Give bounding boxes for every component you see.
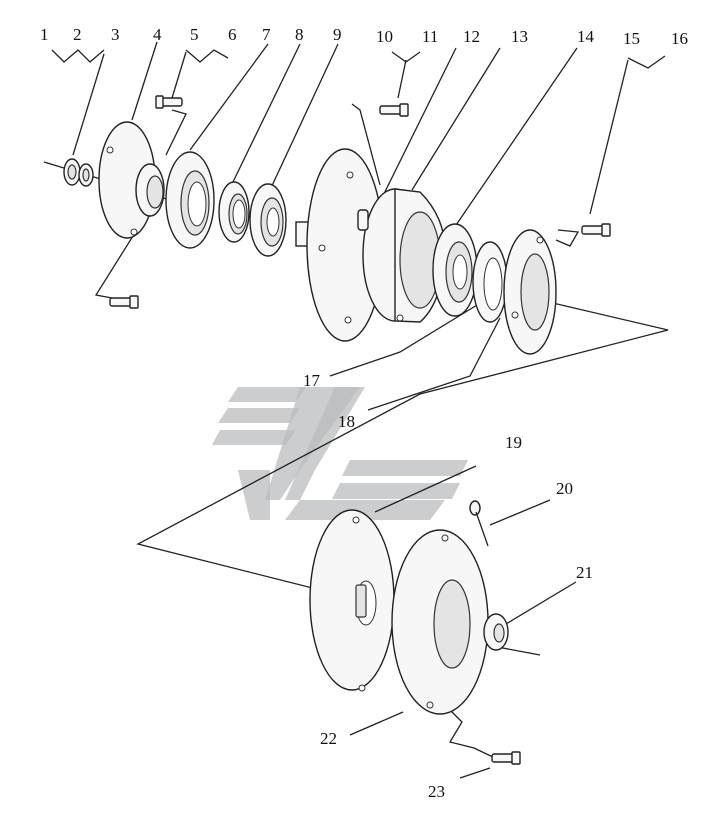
bearing-8 (218, 181, 250, 243)
label-11: 11 (422, 27, 438, 46)
label-10: 10 (376, 27, 393, 46)
label-19: 19 (505, 433, 522, 452)
seal-cover-7 (165, 151, 215, 249)
cotter-pin-20 (469, 500, 489, 547)
bearing-9 (249, 183, 287, 257)
part-number-labels: 1 2 3 4 5 6 7 8 9 10 11 12 13 14 15 16 1… (40, 25, 688, 801)
label-4: 4 (153, 25, 162, 44)
castle-nut-21 (483, 613, 509, 651)
label-22: 22 (320, 729, 337, 748)
label-23: 23 (428, 782, 445, 801)
bolt-5 (155, 95, 183, 109)
bolt-23 (491, 751, 521, 765)
bolt-10 (379, 103, 409, 117)
label-15: 15 (623, 29, 640, 48)
bolt-lower-left (109, 295, 139, 309)
label-6: 6 (228, 25, 237, 44)
label-21: 21 (576, 563, 593, 582)
label-7: 7 (262, 25, 271, 44)
label-8: 8 (295, 25, 304, 44)
label-18: 18 (338, 412, 355, 431)
label-5: 5 (190, 25, 199, 44)
label-3: 3 (111, 25, 120, 44)
flange-part-4 (98, 121, 165, 239)
label-20: 20 (556, 479, 573, 498)
housing-12-13 (295, 148, 446, 342)
label-17: 17 (303, 371, 321, 390)
spacer-ring (472, 241, 508, 323)
label-1: 1 (40, 25, 49, 44)
label-9: 9 (333, 25, 342, 44)
end-cover-16 (503, 229, 557, 355)
nut-washer-parts (63, 158, 94, 187)
label-12: 12 (463, 27, 480, 46)
label-13: 13 (511, 27, 528, 46)
label-14: 14 (577, 27, 595, 46)
bearing-14 (432, 223, 478, 317)
flange-19 (309, 509, 395, 692)
bolt-15 (581, 223, 611, 237)
label-16: 16 (671, 29, 688, 48)
leader-lines (43, 41, 669, 779)
flange-22 (391, 529, 489, 715)
watermark-logo (212, 387, 468, 520)
label-2: 2 (73, 25, 82, 44)
